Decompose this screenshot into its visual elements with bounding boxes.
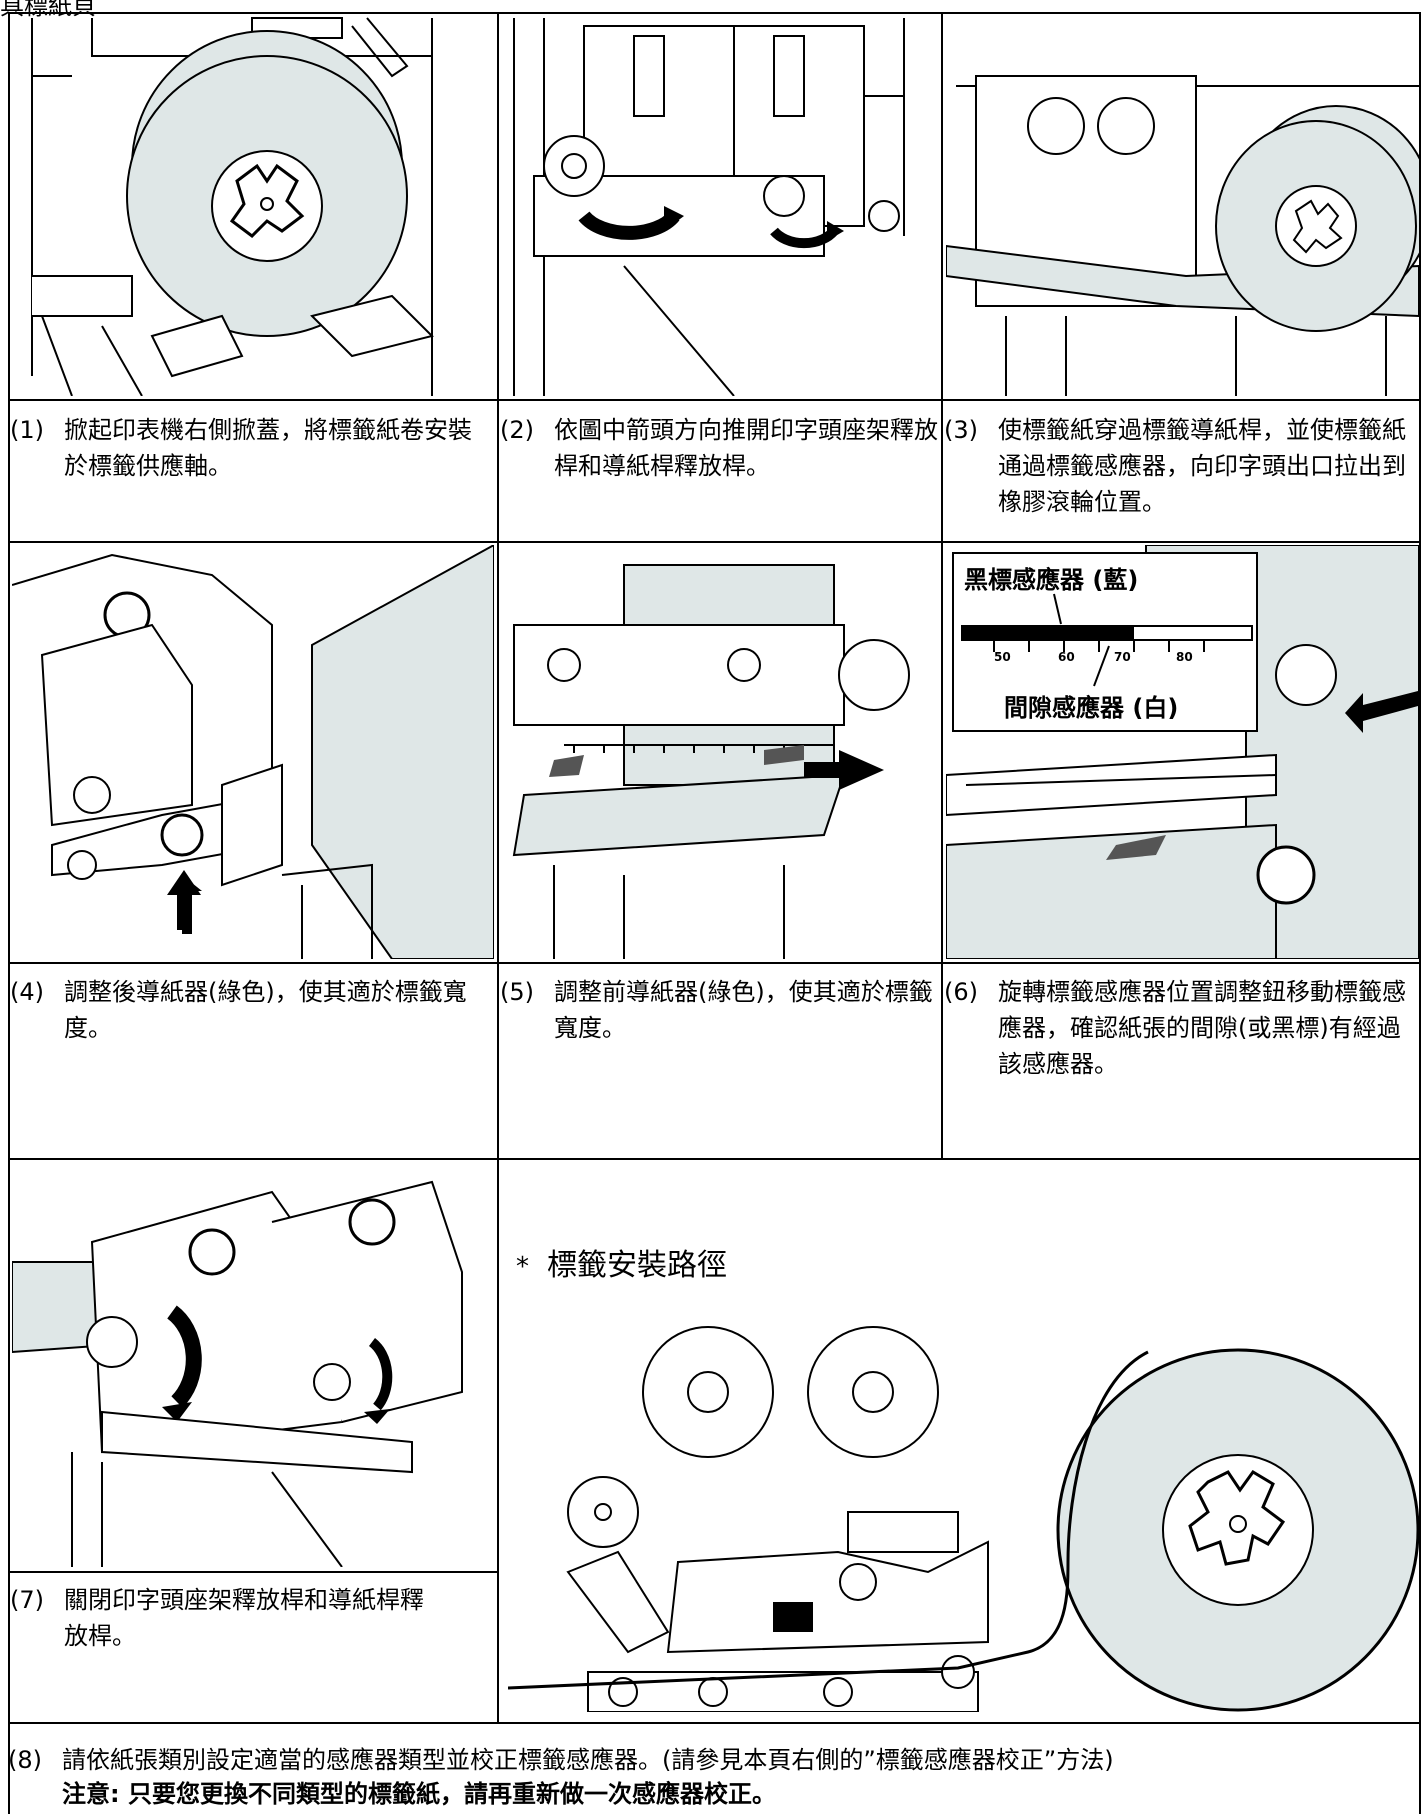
- step8-line: (8) 請依紙張類別設定適當的感應器類型並校正標籤感應器。(請參見本頁右側的”標籤…: [8, 1740, 1114, 1775]
- scale-tick-70: 70: [1114, 650, 1131, 664]
- step-text: 調整前導紙器(綠色)，使其適於標籤寬度。: [554, 978, 933, 1042]
- sensor-scale-drawing: [961, 593, 1253, 687]
- step6-caption: (6) 旋轉標籤感應器位置調整鈕移動標籤感應器，確認紙張的間隙(或黑標)有經過該…: [944, 974, 1420, 1082]
- paper-threading-drawing: [946, 75, 1419, 396]
- step-number: (6): [944, 978, 978, 1006]
- step1-illustration: [12, 16, 494, 396]
- step8-text: 請依紙張類別設定適當的感應器類型並校正標籤感應器。(請參見本頁右側的”標籤感應器…: [62, 1746, 1114, 1774]
- step4-caption: (4) 調整後導紙器(綠色)，使其適於標籤寬度。: [10, 974, 494, 1046]
- step5-caption: (5) 調整前導紙器(綠色)，使其適於標籤寬度。: [500, 974, 940, 1046]
- table-border-left: [8, 12, 10, 1814]
- row-divider-6: [8, 1722, 1421, 1724]
- roll-install-drawing: [31, 17, 434, 396]
- table-border-top: [8, 12, 1421, 14]
- page-header-fragment: 具標紙貝: [0, 0, 96, 20]
- release-levers-drawing: [513, 18, 905, 396]
- step3-illustration: [946, 16, 1419, 396]
- step-number: (3): [944, 416, 978, 444]
- step-text: 掀起印表機右側掀蓋，將標籤紙卷安裝於標籤供應軸。: [64, 416, 472, 480]
- scale-tick-80: 80: [1176, 650, 1193, 664]
- step2-caption: (2) 依圖中箭頭方向推開印字頭座架釋放桿和導紙桿釋放桿。: [500, 412, 940, 484]
- label-route-diagram: [508, 1312, 1421, 1712]
- step-text: 使標籤紙穿過標籤導紙桿，並使標籤紙通過標籤感應器，向印字頭出口拉出到橡膠滾輪位置…: [998, 416, 1406, 516]
- step1-caption: (1) 掀起印表機右側掀蓋，將標籤紙卷安裝於標籤供應軸。: [10, 412, 494, 484]
- step8-note: 注意: 只要您更換不同類型的標籤紙，請再重新做一次感應器校正。: [62, 1780, 776, 1808]
- step-number: (7): [10, 1586, 44, 1614]
- step-number: (2): [500, 416, 534, 444]
- step-text: 調整後導紙器(綠色)，使其適於標籤寬度。: [64, 978, 467, 1042]
- table-border-right: [1419, 12, 1421, 1814]
- row-divider-4: [8, 1158, 1421, 1160]
- step-text: 旋轉標籤感應器位置調整鈕移動標籤感應器，確認紙張的間隙(或黑標)有經過該感應器。: [998, 978, 1406, 1078]
- bullet-star: *: [516, 1252, 529, 1282]
- label-path-drawing: [508, 1326, 1420, 1712]
- front-guide-drawing: [512, 564, 910, 959]
- label-route-title: * 標籤安裝路徑: [516, 1240, 727, 1284]
- scale-tick-50: 50: [994, 650, 1011, 664]
- sensor-callout-box: 黑標感應器 (藍) 間隙感應器 (白) 50 60 70 80: [952, 552, 1258, 732]
- step4-illustration: [12, 545, 494, 959]
- close-levers-drawing: [12, 1180, 463, 1567]
- step3-caption: (3) 使標籤紙穿過標籤導紙桿，並使標籤紙通過標籤感應器，向印字頭出口拉出到橡膠…: [944, 412, 1420, 520]
- black-mark-sensor-label: 黑標感應器 (藍): [964, 566, 1139, 594]
- row-divider-3: [8, 962, 1421, 964]
- step-number: (1): [10, 416, 44, 444]
- step2-illustration: [504, 16, 938, 396]
- row-divider-2: [8, 541, 1421, 543]
- step-text: 關閉印字頭座架釋放桿和導紙桿釋放桿。: [64, 1586, 424, 1650]
- step-text: 依圖中箭頭方向推開印字頭座架釋放桿和導紙桿釋放桿。: [554, 416, 938, 480]
- row-divider-1: [8, 399, 1421, 401]
- step7-illustration: [12, 1162, 494, 1567]
- gap-sensor-label: 間隙感應器 (白): [1004, 694, 1179, 722]
- scale-tick-60: 60: [1058, 650, 1075, 664]
- installation-steps-table: (1) 掀起印表機右側掀蓋，將標籤紙卷安裝於標籤供應軸。 (2) 依圖中箭頭方向…: [8, 12, 1421, 1814]
- step5-illustration: [504, 545, 938, 959]
- step-number: (5): [500, 978, 534, 1006]
- row-divider-5: [8, 1571, 498, 1573]
- step-number: (4): [10, 978, 44, 1006]
- col-divider-2: [941, 12, 943, 1158]
- step7-caption: (7) 關閉印字頭座架釋放桿和導紙桿釋放桿。: [10, 1582, 494, 1654]
- step-number: (8): [8, 1746, 42, 1774]
- col-divider-1: [497, 12, 499, 1722]
- label-route-heading: 標籤安裝路徑: [547, 1248, 727, 1283]
- rear-guide-drawing: [12, 545, 494, 959]
